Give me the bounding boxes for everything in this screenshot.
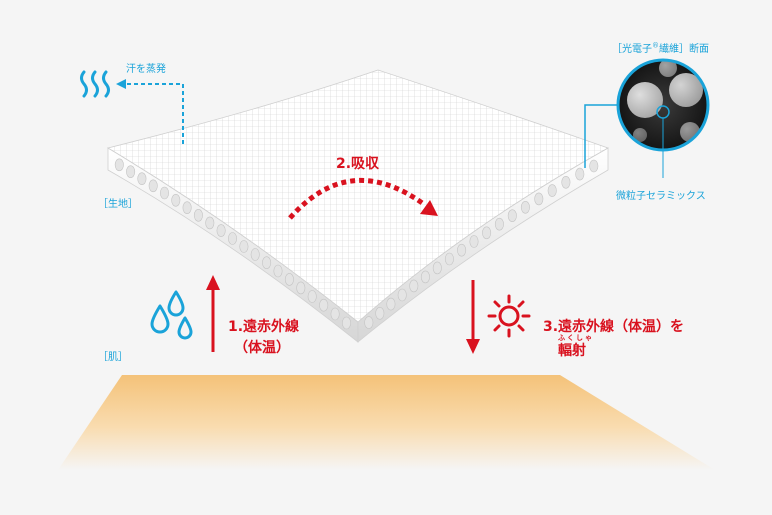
fiber-hole [375, 306, 385, 320]
fiber-hole [239, 240, 249, 253]
fiber-hole [589, 159, 599, 173]
absorb-arrow [288, 177, 427, 220]
ceramics-label: 微粒子セラミックス [616, 191, 706, 202]
step1-line1: 1.遠赤外線 [228, 319, 300, 335]
fiber-hole [193, 209, 203, 222]
fiber-hole [420, 270, 430, 284]
fiber-hole [137, 172, 147, 185]
fiber-hole [330, 307, 340, 321]
fiber-section-label-b: 繊維］断面 [659, 44, 709, 55]
fiber-hole [273, 264, 283, 278]
fiber-hole [432, 261, 442, 275]
fiber-hole [494, 217, 504, 231]
fiber-hole [114, 158, 124, 172]
step3-line2: 輻射 [558, 343, 586, 359]
fiber-hole [160, 186, 170, 200]
fiber-hole [341, 316, 351, 330]
fiber-hole [482, 226, 492, 240]
step3-ruby: ふくしゃ [558, 334, 594, 342]
steam-icon [80, 70, 110, 98]
step2-label: 2.吸収 [336, 156, 380, 172]
connector-line [584, 104, 618, 168]
fiber-hole [250, 248, 260, 261]
fiber-hole [469, 235, 479, 248]
fiber-hole [148, 179, 158, 193]
fiber-hole [307, 290, 317, 303]
fiber-hole [126, 165, 136, 178]
sweat-label: 汗を蒸発 [126, 64, 166, 75]
step3-line1: 3.遠赤外線（体温）を [543, 319, 685, 335]
up-arrow-head [206, 275, 220, 290]
fiber-hole [364, 316, 374, 329]
fiber-hole [216, 224, 226, 237]
skin-label: ［肌］ [98, 352, 128, 363]
sweat-arrow-head [116, 79, 126, 89]
fabric-label: ［生地］ [98, 199, 138, 210]
fiber-hole [228, 232, 238, 245]
fiber-hole [262, 256, 272, 270]
fiber-section-label: ［光電子®繊維］断面 [612, 40, 709, 55]
down-arrow-head [466, 339, 480, 354]
fiber-hole [575, 167, 585, 181]
fiber-hole [561, 176, 571, 189]
fiber-hole [409, 279, 419, 293]
fiber-hole [386, 297, 396, 311]
fiber-hole [397, 288, 407, 302]
absorb-arrow-head [420, 200, 438, 216]
fiber-hole [296, 281, 306, 295]
fiber-holes-right [364, 159, 599, 329]
fiber-hole [457, 243, 467, 257]
fiber-hole [444, 252, 454, 266]
microscope-circle-icon [616, 58, 710, 152]
fiber-hole [284, 273, 294, 286]
fiber-hole [171, 194, 181, 207]
skin-layer [58, 375, 715, 470]
fiber-hole [520, 201, 530, 214]
fiber-hole [182, 201, 192, 214]
water-drops-icon [150, 290, 193, 340]
step1-line2: （体温） [234, 340, 290, 356]
sweat-arrow [124, 83, 184, 144]
fiber-section-label-a: ［光電子 [612, 44, 652, 55]
fiber-hole [205, 216, 215, 230]
fiber-holes-left [114, 158, 351, 330]
fiber-hole [534, 192, 544, 206]
fiber-hole [507, 209, 517, 222]
sun-icon [487, 294, 531, 338]
fiber-hole [547, 184, 557, 197]
registered-mark: ® [652, 41, 659, 50]
fiber-hole [319, 298, 329, 312]
